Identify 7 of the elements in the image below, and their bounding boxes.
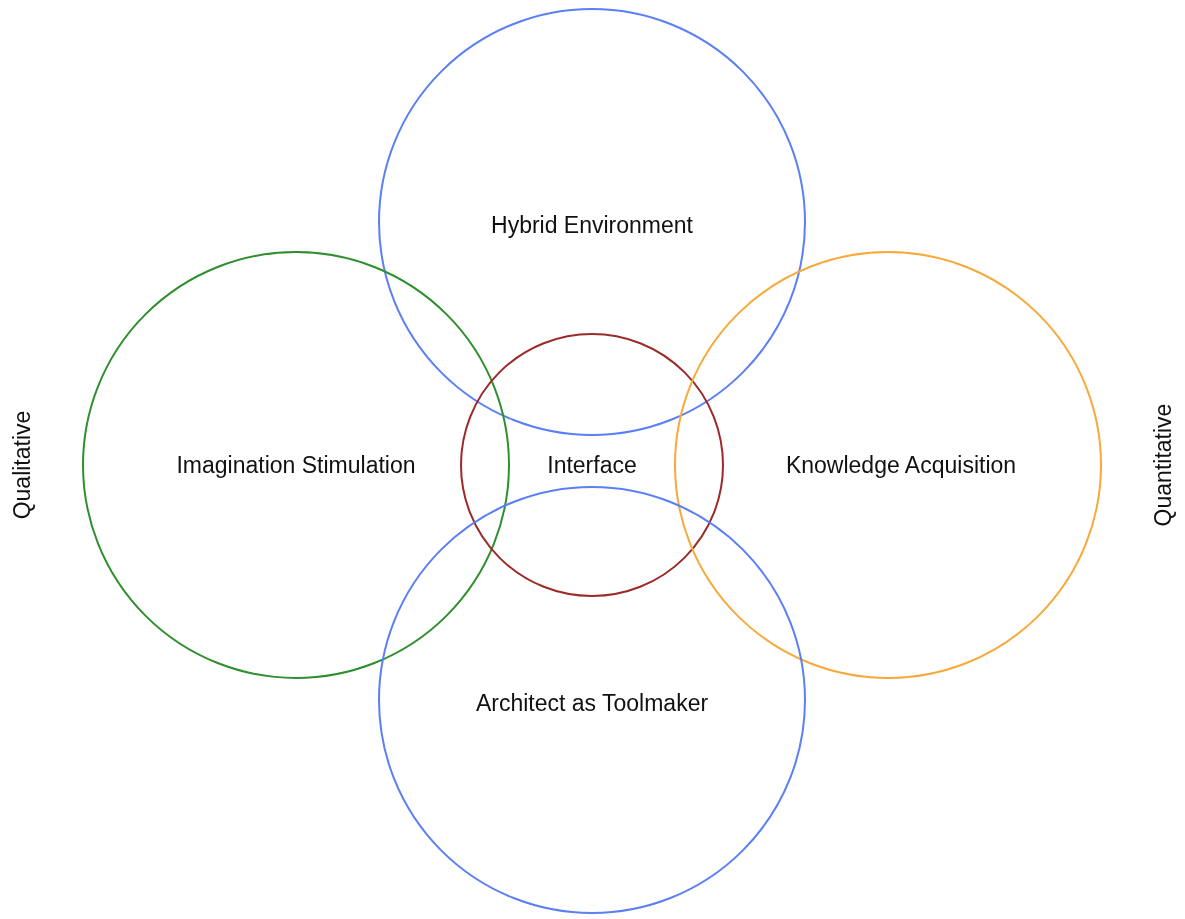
circle-label: Hybrid Environment [491, 211, 693, 239]
circle-label: Imagination Stimulation [176, 451, 416, 479]
circle-label: Knowledge Acquisition [785, 451, 1017, 479]
circle-label: Architect as Toolmaker [475, 689, 709, 717]
axis-label: Qualitative [8, 410, 36, 520]
axis-label: Quantitative [1149, 403, 1177, 527]
circle-label: Interface [547, 451, 637, 479]
